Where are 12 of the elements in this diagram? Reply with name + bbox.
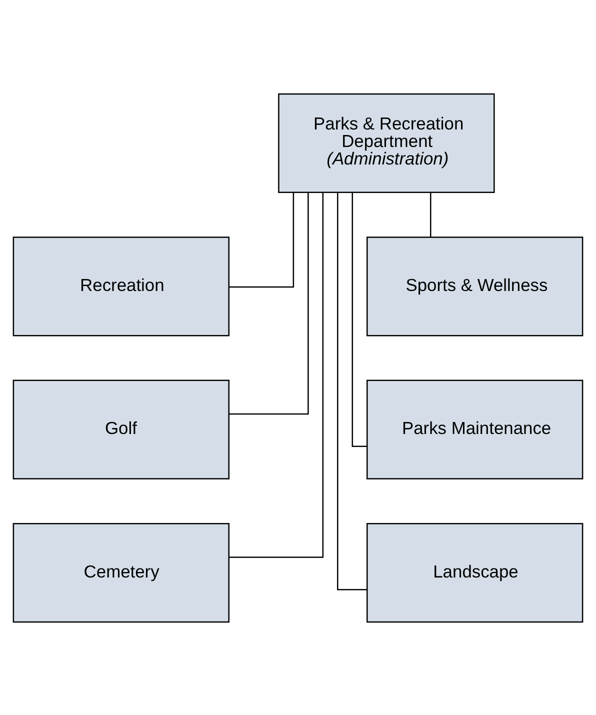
connector: [229, 192, 294, 288]
connector: [229, 192, 324, 558]
connector: [229, 192, 309, 414]
node-box: Golf: [12, 379, 230, 479]
connector: [337, 192, 368, 590]
connector: [430, 192, 432, 236]
node-box: Recreation: [12, 236, 230, 336]
node-box: Cemetery: [12, 522, 230, 622]
node-box: Sports & Wellness: [366, 236, 584, 336]
node-box: Parks & Recreation Department (Administration): [278, 92, 495, 192]
node-box: Landscape: [366, 522, 584, 622]
node-box: Parks Maintenance: [366, 379, 584, 479]
